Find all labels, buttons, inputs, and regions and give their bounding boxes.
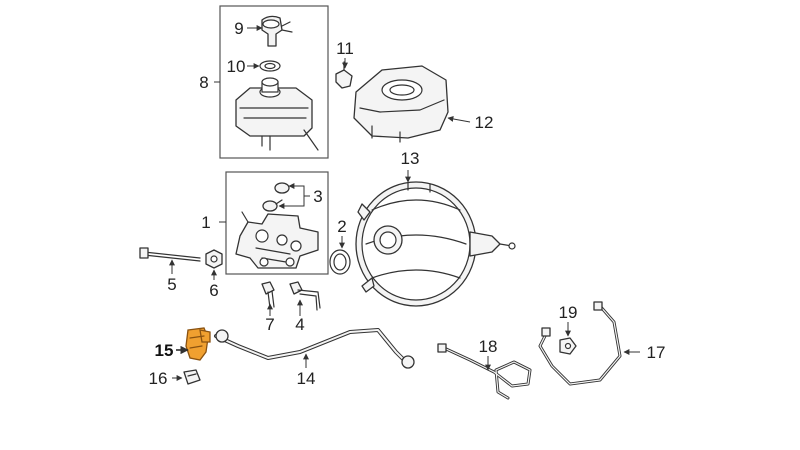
- cover-part[interactable]: [353, 65, 449, 143]
- bracket-bolt-part[interactable]: [289, 281, 321, 311]
- clip-part[interactable]: [183, 369, 201, 385]
- callout-19: 19: [559, 303, 578, 322]
- callout-8: 8: [199, 73, 208, 92]
- reservoir-group: [214, 5, 329, 159]
- callout-7: 7: [265, 315, 274, 334]
- callout-2: 2: [337, 217, 346, 236]
- callout-3: 3: [313, 187, 322, 206]
- vacuum-hose-part[interactable]: [214, 328, 415, 369]
- master-cylinder-group-box: [225, 171, 329, 275]
- bolt-part[interactable]: [261, 281, 275, 309]
- callout-1: 1: [201, 213, 210, 232]
- callout-14: 14: [297, 369, 316, 388]
- brake-line-rear-part[interactable]: [538, 301, 622, 386]
- callout-9: 9: [234, 19, 243, 38]
- callout-4: 4: [295, 315, 304, 334]
- callout-18: 18: [479, 337, 498, 356]
- fitting-part[interactable]: [559, 337, 577, 355]
- sensor-part[interactable]: [335, 61, 353, 89]
- callout-10: 10: [227, 57, 246, 76]
- master-cylinder-part[interactable]: [235, 211, 319, 269]
- nut-part[interactable]: [205, 249, 223, 269]
- master-cylinder-group: [219, 171, 329, 275]
- callout-11: 11: [336, 39, 354, 58]
- brake-booster-part[interactable]: [355, 181, 516, 307]
- hose-fitting-part[interactable]: [185, 327, 211, 361]
- callout-6: 6: [209, 281, 218, 300]
- seal-ring-part[interactable]: [259, 60, 281, 72]
- callout-12: 12: [475, 113, 494, 132]
- callout-5: 5: [167, 275, 176, 294]
- reservoir-part[interactable]: [235, 77, 319, 151]
- callout-16: 16: [149, 369, 168, 388]
- callout-13: 13: [401, 149, 420, 168]
- callout-17: 17: [647, 343, 666, 362]
- grommet-part[interactable]: [262, 182, 290, 212]
- callout-15: 15: [155, 341, 174, 360]
- gasket-part[interactable]: [329, 249, 351, 275]
- reservoir-cap-part[interactable]: [261, 15, 293, 47]
- brake-line-part[interactable]: [437, 343, 532, 400]
- stud-bolt-part[interactable]: [139, 247, 201, 262]
